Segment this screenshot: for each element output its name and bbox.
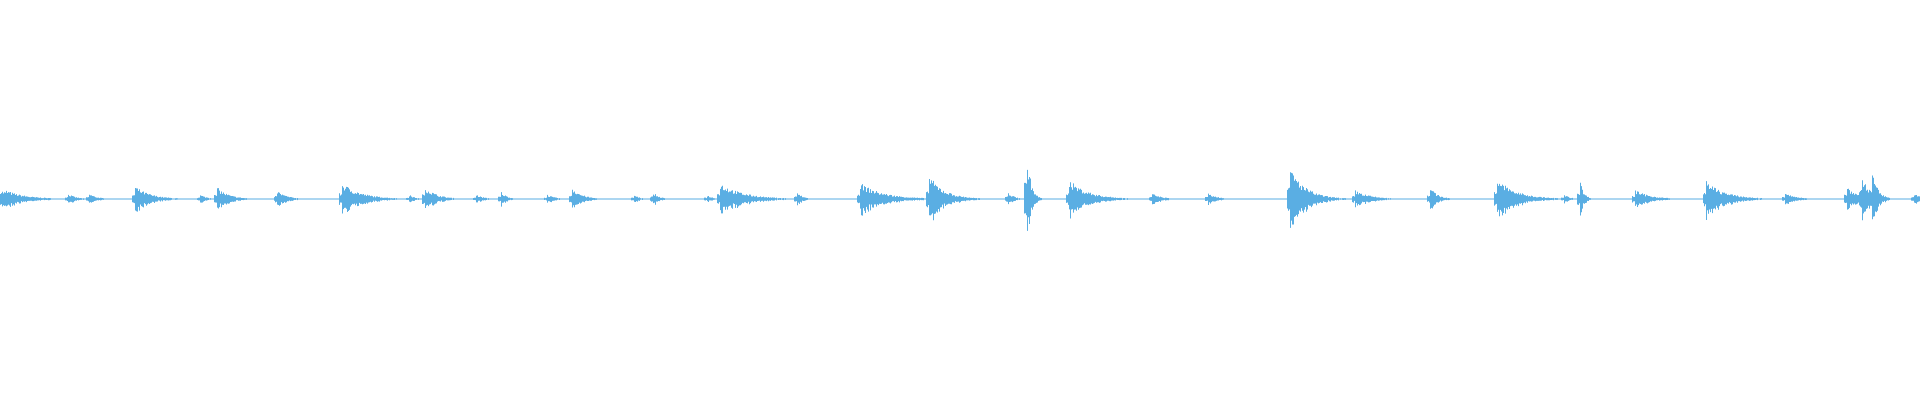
waveform-signal xyxy=(0,169,1920,231)
